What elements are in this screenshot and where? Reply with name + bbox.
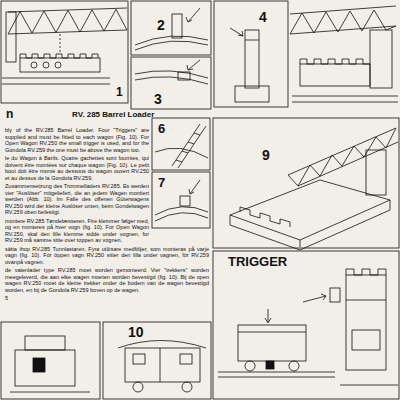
step-number: 7	[158, 176, 165, 189]
title-fragment: n	[6, 108, 13, 120]
step-number: 6	[158, 122, 165, 135]
step-number: 9	[262, 148, 270, 162]
step-number: 2	[157, 18, 165, 32]
step-number: 4	[259, 10, 267, 24]
step-9-drawing	[118, 341, 206, 393]
step-number: 3	[154, 92, 162, 106]
step-10-drawing	[218, 269, 398, 385]
loader-overview	[2, 8, 127, 84]
step-4-drawing	[230, 28, 269, 102]
step-8-drawing	[10, 336, 90, 392]
instruction-paragraph: sätta ihop RV.285 Tunnlastaren. Fyra utl…	[5, 246, 209, 266]
step-3-drawing	[135, 60, 208, 84]
step-number: 10	[128, 325, 144, 339]
loader-top-right	[290, 6, 398, 102]
instruction-paragraph: montere RV.285 Tøndelæsseren. Fire klemm…	[5, 218, 149, 244]
step-number: TRIGGER	[228, 255, 287, 268]
instruction-paragraph: bly of the RV.285 Barrel Loader. Four "T…	[5, 127, 149, 153]
instruction-paragraph: de vatenlader type RV.285 moet worden ge…	[5, 267, 209, 293]
sheet-title: RV. 285 Barrel Loader	[72, 111, 154, 119]
step-number: 1	[116, 86, 123, 98]
instruction-paragraph: Zusammensetzung des Trommelladers RV.285…	[5, 183, 149, 216]
step-2-drawing	[135, 8, 208, 50]
step-7-drawing	[230, 128, 398, 250]
instruction-paragraph: le du Wagon à Barils. Quatre gachettes s…	[5, 155, 149, 181]
instruction-paragraph: 5	[5, 295, 209, 302]
